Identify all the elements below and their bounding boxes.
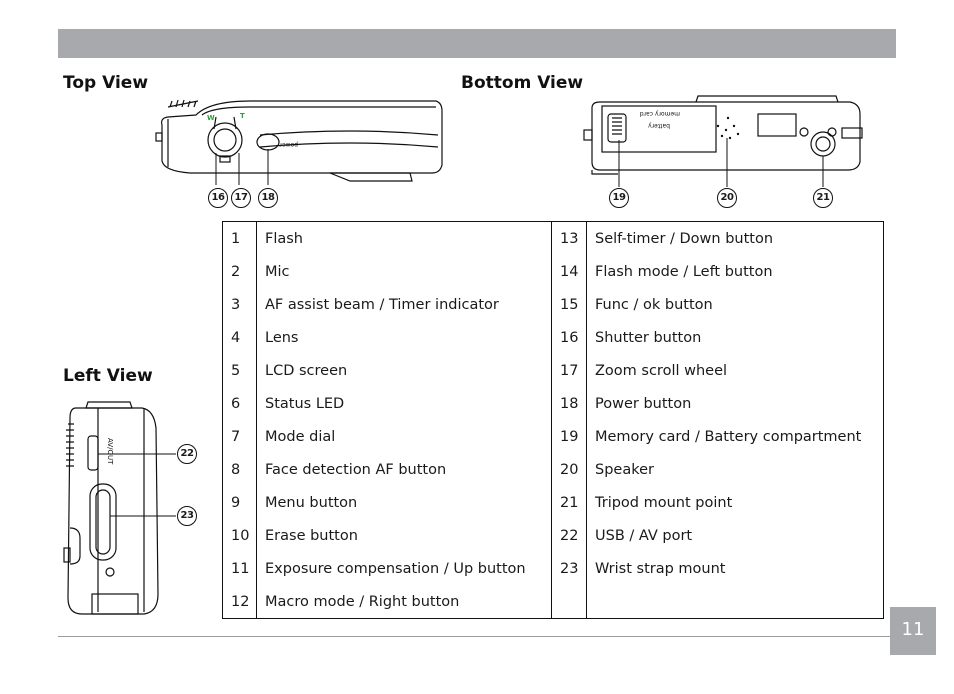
part-number: 20 [551,453,587,486]
part-number: 18 [551,387,587,420]
av-out-label: AV/OUT [106,438,114,465]
part-number: 17 [551,354,587,387]
camera-bottom-body [591,101,861,171]
top-view-title: Top View [63,73,149,93]
part-number: 23 [551,552,587,585]
part-label: Speaker [586,453,884,486]
page-number: 11 [890,607,936,655]
part-number: 15 [551,288,587,321]
part-number: 10 [231,527,250,544]
callout-17: 17 [231,188,251,208]
part-number: 22 [551,519,587,552]
shutter-button [207,122,243,158]
memory-card-label: memory card [640,110,680,117]
zoom-wheel-ridges [167,99,199,108]
part-label: Status LED [256,387,552,420]
camera-side-body [67,407,159,615]
footer-line [58,636,890,637]
part-number: 11 [231,560,250,577]
zoom-t-label: T [240,112,245,120]
callout-18: 18 [258,188,278,208]
part-number: 6 [231,395,241,412]
part-number [551,585,587,619]
part-label: Wrist strap mount [586,552,884,585]
tripod-mount [810,131,836,157]
part-label: Shutter button [586,321,884,354]
callout-16: 16 [208,188,228,208]
part-number: 19 [551,420,587,453]
part-number: 3 [231,296,241,313]
part-number: 5 [231,362,241,379]
callout-21: 21 [813,188,833,208]
callout-22: 22 [177,444,197,464]
part-number: 9 [231,494,241,511]
part-number: 7 [231,428,241,445]
callout-20: 20 [717,188,737,208]
usb-av-port [87,435,99,471]
part-label: Self-timer / Down button [586,221,884,255]
part-number: 2 [231,263,241,280]
camera-top-body [161,100,443,174]
part-label: Tripod mount point [586,486,884,519]
part-number: 14 [551,255,587,288]
part-number: 13 [551,221,587,255]
part-number: 8 [231,461,241,478]
part-number: 12 [231,593,250,610]
left-view-title: Left View [63,366,153,386]
part-label: Flash [256,221,552,255]
part-label: Zoom scroll wheel [586,354,884,387]
part-label: LCD screen [256,354,552,387]
part-number: 1 [231,230,241,247]
power-label: power [279,141,298,148]
part-label: USB / AV port [586,519,884,552]
power-button [256,133,280,151]
part-label [586,585,884,619]
part-label: Memory card / Battery compartment [586,420,884,453]
table-row: 12 Macro mode / Right button [223,585,884,619]
bottom-view-title: Bottom View [461,73,584,93]
part-label: AF assist beam / Timer indicator [256,288,552,321]
battery-label: battery [648,122,670,129]
left-view-drawing: AV/OUT [63,401,176,615]
mode-dial-ridges [66,423,74,467]
part-label: Power button [586,387,884,420]
header-bar [58,29,896,58]
part-label: Exposure compensation / Up button [256,552,552,585]
part-label: Func / ok button [586,288,884,321]
part-label: Erase button [256,519,552,552]
part-label: Mic [256,255,552,288]
part-label: Macro mode / Right button [256,585,552,619]
part-label: Face detection AF button [256,453,552,486]
zoom-w-label: W [207,114,215,122]
part-label: Mode dial [256,420,552,453]
part-number: 16 [551,321,587,354]
part-label: Menu button [256,486,552,519]
part-label: Lens [256,321,552,354]
top-view-drawing: W T power [155,99,443,185]
part-label: Flash mode / Left button [586,255,884,288]
wrist-strap-slot [89,483,117,561]
battery-door [601,105,717,153]
bottom-view-drawing: memory card battery [583,95,863,187]
callout-23: 23 [177,506,197,526]
callout-19: 19 [609,188,629,208]
part-number: 21 [551,486,587,519]
part-number: 4 [231,329,241,346]
